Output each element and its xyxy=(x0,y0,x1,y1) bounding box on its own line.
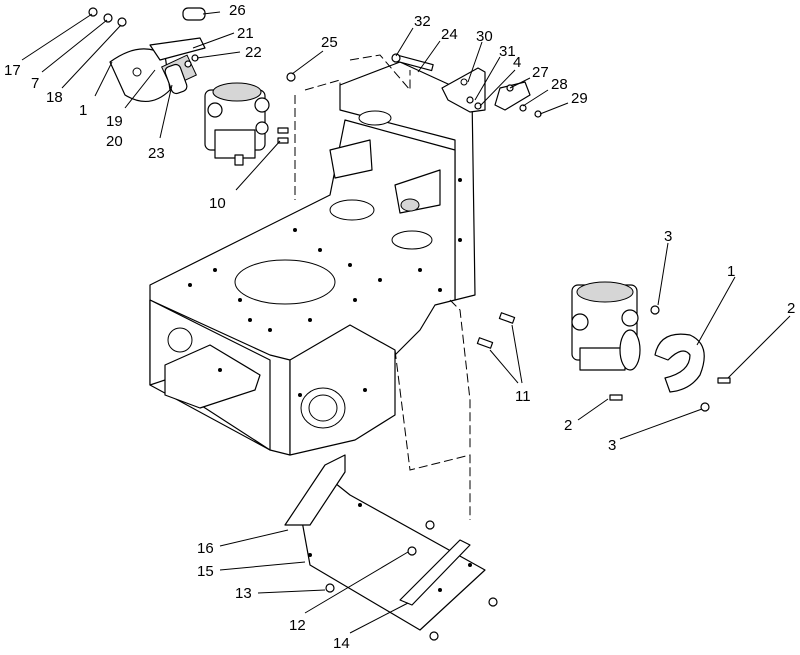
callout-label: 14 xyxy=(333,635,350,652)
callout-label: 18 xyxy=(46,89,63,106)
callout-label: 29 xyxy=(571,90,588,107)
callout-label: 2 xyxy=(564,417,572,434)
small-hardware-top-left xyxy=(88,7,199,68)
callout-label: 2 xyxy=(787,300,795,317)
callout-label: 4 xyxy=(513,54,521,71)
callout-label: 21 xyxy=(237,25,254,42)
callout-labels: 17 7 18 1 19 20 23 26 21 22 25 10 32 24 … xyxy=(4,2,795,652)
callout-label: 32 xyxy=(414,13,431,30)
callout-label: 1 xyxy=(79,102,87,119)
callout-label: 17 xyxy=(4,62,21,79)
upper-left-pump xyxy=(204,82,270,166)
bolts-11 xyxy=(476,312,516,349)
callout-label: 31 xyxy=(499,43,516,60)
bolts-10 xyxy=(277,127,289,144)
mount-bracket-1 xyxy=(654,333,705,393)
callout-label: 19 xyxy=(106,113,123,130)
right-pump xyxy=(571,281,641,371)
callout-label: 28 xyxy=(551,76,568,93)
callout-label: 1 xyxy=(727,263,735,280)
callout-label: 24 xyxy=(441,26,458,43)
callout-label: 15 xyxy=(197,563,214,580)
callout-label: 16 xyxy=(197,540,214,557)
bracket-25 xyxy=(286,72,296,82)
right-hardware xyxy=(609,305,731,412)
lower-plate xyxy=(284,454,486,631)
main-frame xyxy=(149,54,476,520)
callout-label: 27 xyxy=(532,64,549,81)
callout-label: 23 xyxy=(148,145,165,162)
upper-right-linkage xyxy=(391,53,542,118)
callout-label: 7 xyxy=(31,75,39,92)
callout-label: 3 xyxy=(664,228,672,245)
callout-label: 11 xyxy=(515,388,531,405)
leader-lines xyxy=(21,11,791,634)
callout-label: 25 xyxy=(321,34,338,51)
callout-label: 20 xyxy=(106,133,123,150)
callout-label: 22 xyxy=(245,44,262,61)
callout-label: 3 xyxy=(608,437,616,454)
pivot-shaft-23 xyxy=(164,63,188,95)
lower-hardware xyxy=(325,520,498,641)
callout-label: 10 xyxy=(209,195,226,212)
callout-label: 26 xyxy=(229,2,246,19)
callout-label: 30 xyxy=(476,28,493,45)
callout-label: 12 xyxy=(289,617,306,634)
callout-label: 13 xyxy=(235,585,252,602)
